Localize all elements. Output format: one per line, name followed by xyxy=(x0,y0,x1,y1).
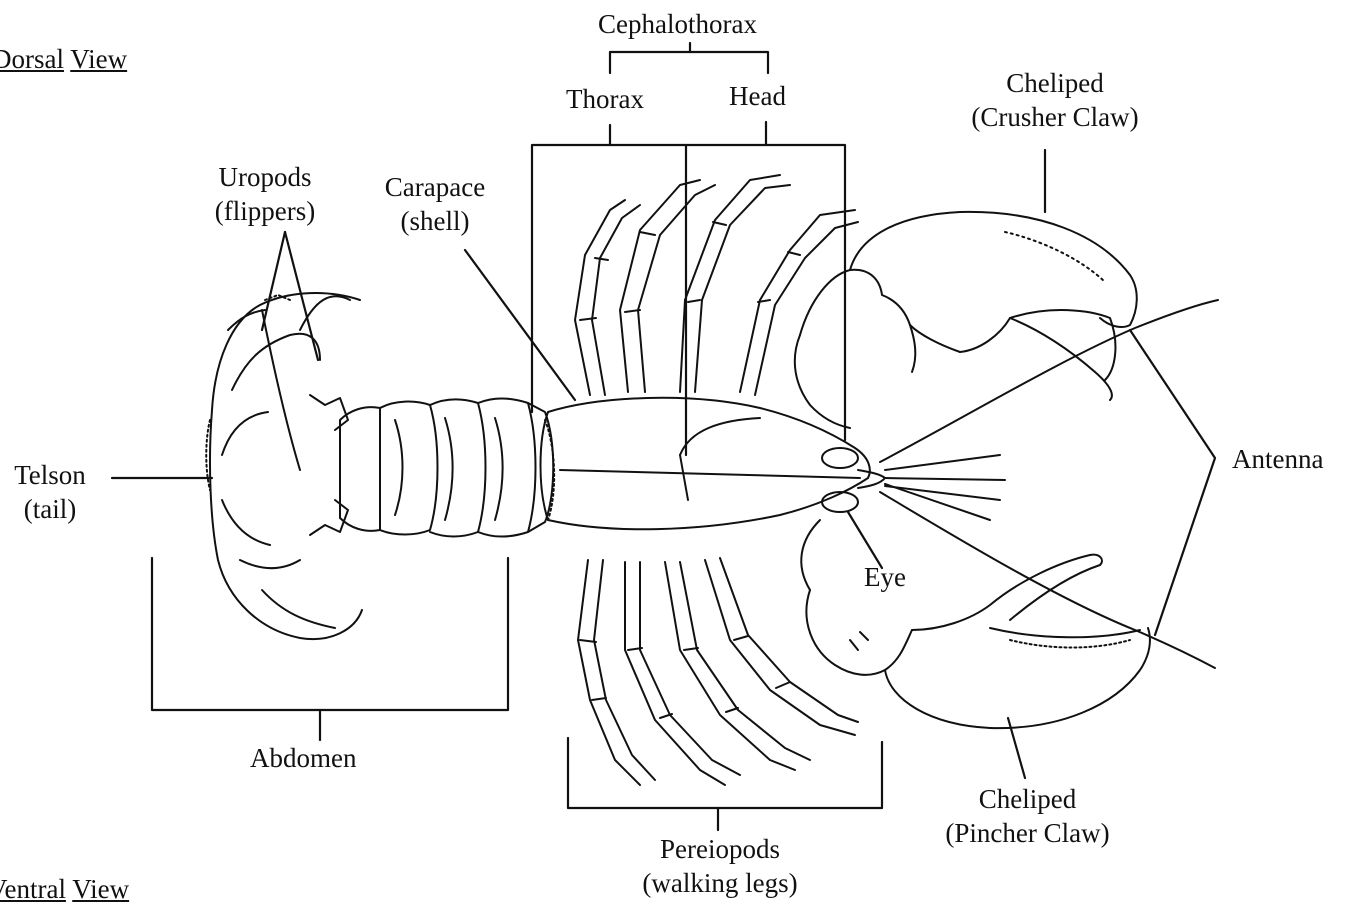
carapace-leader xyxy=(465,250,575,400)
abdomen-segments xyxy=(340,399,554,537)
uropods-line1: Uropods xyxy=(190,160,340,194)
crusher-line2: (Crusher Claw) xyxy=(940,100,1170,134)
carapace xyxy=(541,398,870,529)
crusher-claw-label: Cheliped (Crusher Claw) xyxy=(940,66,1170,134)
cephalothorax-label: Cephalothorax xyxy=(598,7,757,41)
pincher-line1: Cheliped xyxy=(915,782,1140,816)
tail-fan xyxy=(206,293,362,639)
pincher-claw xyxy=(801,520,1150,728)
antenna-bracket xyxy=(1130,330,1215,635)
telson-line2: (tail) xyxy=(0,492,100,526)
uropods-line2: (flippers) xyxy=(190,194,340,228)
telson-line1: Telson xyxy=(0,458,100,492)
telson-label: Telson (tail) xyxy=(0,458,100,526)
dorsal-view-title: Dorsal View xyxy=(0,42,127,76)
uropods-leader-left xyxy=(262,232,285,330)
pincher-line2: (Pincher Claw) xyxy=(915,816,1140,850)
eyes xyxy=(822,448,885,512)
abdomen-bracket xyxy=(152,558,508,710)
antennae xyxy=(880,300,1218,668)
pincher-claw-label: Cheliped (Pincher Claw) xyxy=(915,782,1140,850)
dorsal-word: Dorsal xyxy=(0,44,64,74)
uropods-label: Uropods (flippers) xyxy=(190,160,340,228)
carapace-line1: Carapace xyxy=(365,170,505,204)
carapace-line2: (shell) xyxy=(365,204,505,238)
pereiopods-bracket xyxy=(568,738,882,808)
ventral-view-title: Ventral View xyxy=(0,872,129,906)
antenna-label: Antenna xyxy=(1232,442,1323,476)
crusher-line1: Cheliped xyxy=(940,66,1170,100)
pereiopods-label: Pereiopods (walking legs) xyxy=(610,832,830,900)
view-word: View xyxy=(70,44,127,74)
ventral-word: Ventral xyxy=(0,874,66,904)
abdomen-label: Abdomen xyxy=(250,741,356,775)
pereiopods-line1: Pereiopods xyxy=(610,832,830,866)
head-label: Head xyxy=(729,79,786,113)
walking-legs-bottom xyxy=(578,558,858,785)
walking-legs-top xyxy=(575,175,858,395)
carapace-label: Carapace (shell) xyxy=(365,170,505,238)
eye-label: Eye xyxy=(864,560,906,594)
pereiopods-line2: (walking legs) xyxy=(610,866,830,900)
cephalothorax-bracket xyxy=(610,52,768,73)
view-word: View xyxy=(72,874,129,904)
thorax-label: Thorax xyxy=(566,82,644,116)
